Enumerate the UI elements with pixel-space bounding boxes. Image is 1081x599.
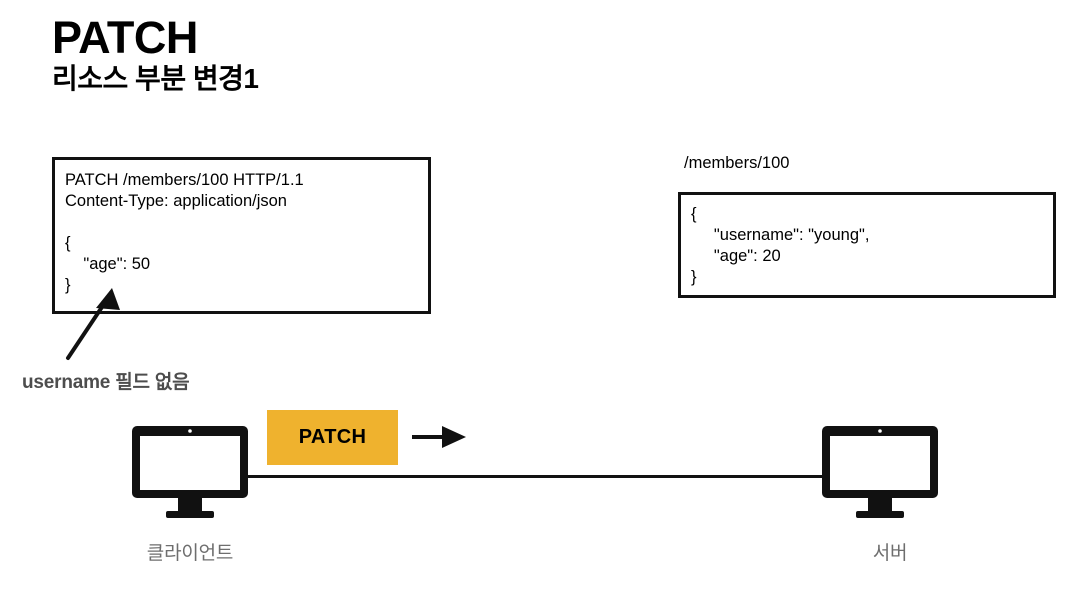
- resource-path-label: /members/100: [684, 154, 790, 172]
- page-title: PATCH: [52, 12, 198, 63]
- server-resource-box: { "username": "young", "age": 20 }: [678, 192, 1056, 298]
- http-request-text: PATCH /members/100 HTTP/1.1 Content-Type…: [65, 171, 304, 294]
- request-direction-arrow-icon: [412, 426, 466, 448]
- http-request-box: PATCH /members/100 HTTP/1.1 Content-Type…: [52, 157, 431, 314]
- client-label: 클라이언트: [146, 543, 234, 564]
- http-method-badge: PATCH: [267, 410, 398, 465]
- network-connection-line: [243, 475, 823, 478]
- annotation-arrow-icon: [66, 288, 120, 360]
- http-method-label: PATCH: [298, 426, 367, 448]
- server-computer-icon: [822, 426, 938, 518]
- annotation-label: username 필드 없음: [22, 372, 190, 393]
- page-subtitle: 리소스 부분 변경1: [52, 63, 259, 94]
- server-label: 서버: [872, 543, 908, 564]
- server-resource-text: { "username": "young", "age": 20 }: [691, 205, 870, 286]
- client-computer-icon: [132, 426, 248, 518]
